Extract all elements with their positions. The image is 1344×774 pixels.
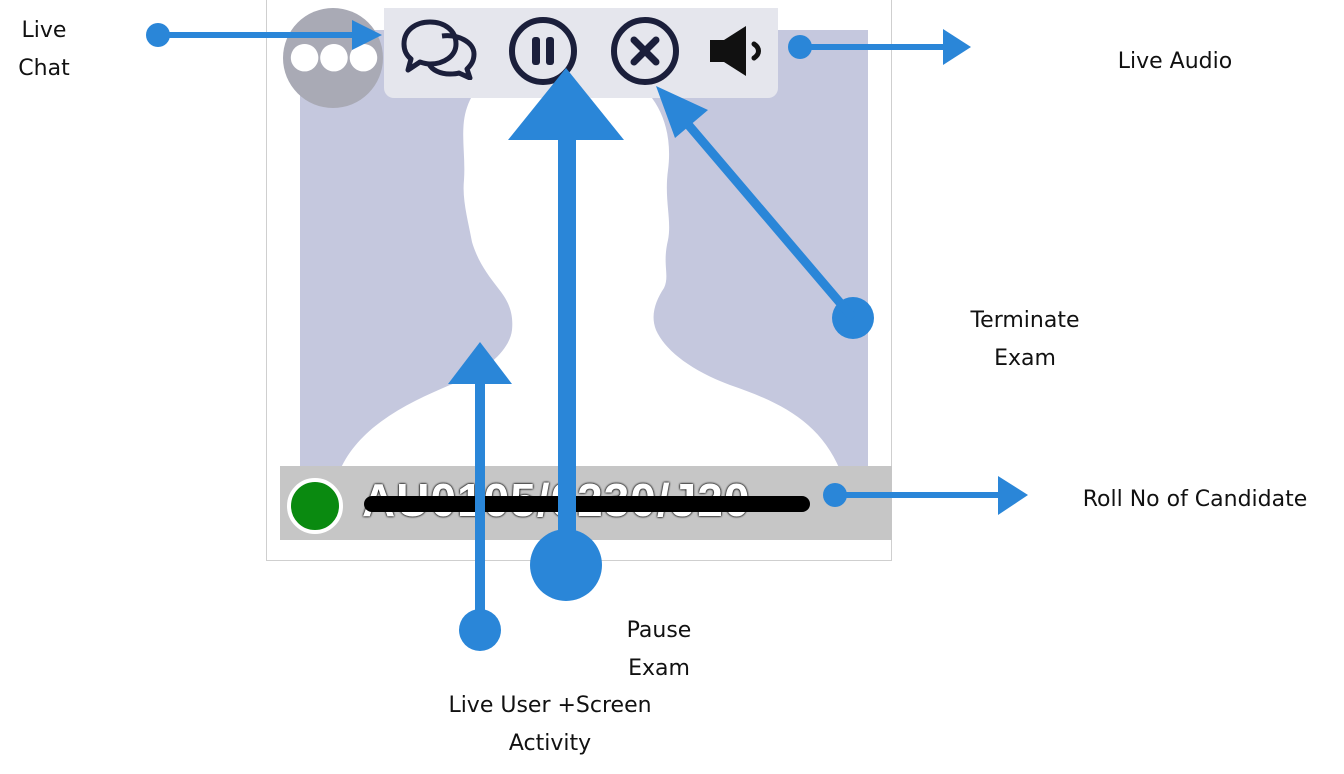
terminate-exam-arrow	[656, 86, 874, 339]
pause-exam-label-line2: Exam	[628, 656, 690, 681]
roll-no-label-line1: Roll No of Candidate	[1082, 487, 1308, 512]
live-audio-label-line1: Live Audio	[1117, 49, 1233, 74]
speaker-icon[interactable]	[706, 24, 770, 78]
live-chat-label-line1: Live	[21, 18, 67, 43]
terminate-exam-label-line1: Terminate	[970, 308, 1080, 333]
chat-icon[interactable]	[396, 18, 480, 80]
pause-exam-arrow	[508, 68, 624, 601]
terminate-exam-label: Terminate Exam	[950, 302, 1100, 378]
roll-no-label: Roll No of Candidate	[1062, 481, 1328, 519]
pause-icon[interactable]	[506, 14, 580, 88]
live-audio-arrow	[788, 29, 971, 65]
pause-exam-label: Pause Exam	[596, 612, 722, 688]
live-user-arrow	[448, 342, 512, 651]
live-user-label-line1: Live User +Screen	[448, 693, 652, 718]
roll-no-arrow	[823, 476, 1028, 515]
live-chat-label: Live Chat	[0, 12, 88, 88]
live-user-label-line2: Activity	[508, 731, 592, 756]
close-icon[interactable]	[608, 14, 682, 88]
live-audio-label: Live Audio	[1100, 43, 1250, 81]
live-chat-arrow	[146, 20, 382, 50]
online-status-indicator	[287, 478, 343, 534]
live-chat-label-line2: Chat	[18, 56, 70, 81]
pause-exam-label-line1: Pause	[626, 618, 692, 643]
terminate-exam-label-line2: Exam	[994, 346, 1056, 371]
live-user-label: Live User +Screen Activity	[420, 687, 680, 763]
